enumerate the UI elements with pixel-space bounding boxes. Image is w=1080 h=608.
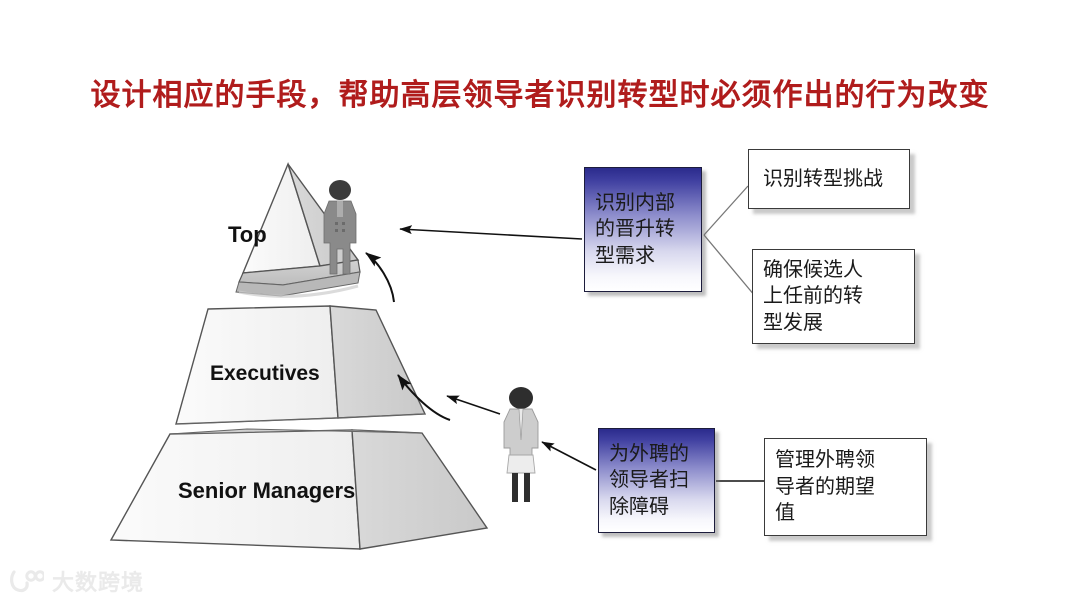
detail-box-candidate-development[interactable]: 确保候选人 上任前的转 型发展: [752, 249, 915, 344]
callout-box-external-hire[interactable]: 为外聘的 领导者扫 除障碍: [598, 428, 715, 533]
callout-box-internal-promotion-text: 识别内部 的晋升转 型需求: [595, 191, 675, 267]
detail-box-candidate-development-text: 确保候选人 上任前的转 型发展: [763, 258, 863, 334]
pyramid-tier-senior: [109, 428, 489, 550]
logo-icon: [10, 570, 44, 593]
pyramid-tier-executives: [175, 305, 427, 425]
male-figure-icon: [323, 180, 357, 275]
connector-blue1-to-white2: [703, 234, 756, 297]
detail-box-identify-challenge-text: 识别转型挑战: [763, 167, 883, 190]
female-figure-icon: [503, 387, 539, 502]
detail-box-identify-challenge[interactable]: 识别转型挑战: [748, 149, 910, 209]
arrow-female-to-exec: [446, 395, 501, 415]
callout-box-internal-promotion[interactable]: 识别内部 的晋升转 型需求: [584, 167, 702, 292]
connector-blue1-to-white1: [703, 185, 749, 236]
arrow-curve-senior-to-exec: [397, 374, 451, 421]
watermark: 大数跨境: [10, 565, 144, 597]
arrow-curve-exec-to-top: [365, 252, 395, 303]
detail-box-manage-expectations[interactable]: 管理外聘领 导者的期望 值: [764, 438, 927, 536]
detail-box-manage-expectations-text: 管理外聘领 导者的期望 值: [775, 449, 875, 525]
page-title: 设计相应的手段，帮助高层领导者识别转型时必须作出的行为改变: [90, 79, 990, 112]
arrow-blue1-to-top-figure: [399, 225, 583, 240]
arrow-blue2-to-female-figure: [541, 441, 597, 471]
watermark-text: 大数跨境: [52, 570, 145, 595]
callout-box-external-hire-text: 为外聘的 领导者扫 除障碍: [609, 442, 689, 518]
